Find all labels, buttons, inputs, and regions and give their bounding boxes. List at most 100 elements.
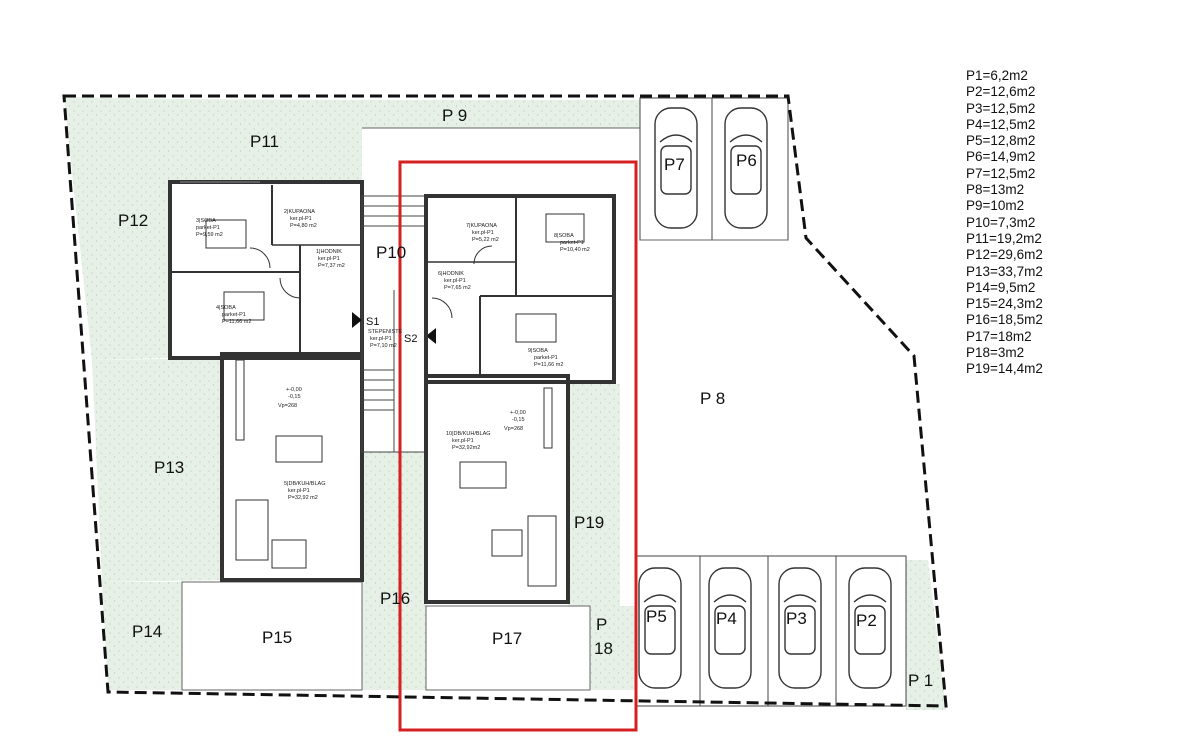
zone-p11	[170, 99, 362, 182]
green-zones	[64, 97, 946, 710]
room-labels-left: 3|SOBA parket-P1 P=9,59 m2 2|KUPAONA ker…	[196, 209, 345, 501]
car-icon	[778, 567, 822, 689]
room-area: P=9,59 m2	[196, 232, 223, 238]
car-icon	[848, 567, 892, 689]
legend-item: P3=12,5m2	[966, 100, 1036, 116]
plot-boundary	[62, 94, 948, 708]
label-p12: P12	[118, 211, 148, 230]
label-p6: P6	[736, 151, 757, 170]
legend-item: P19=14,4m2	[966, 361, 1043, 377]
label-p15: P15	[262, 628, 292, 647]
legend-item: P16=18,5m2	[966, 312, 1043, 328]
room-label: STEPENISTE	[368, 329, 403, 335]
legend-item: P15=24,3m2	[966, 296, 1043, 312]
label-p5: P5	[646, 607, 667, 626]
label-p10: P10	[376, 243, 406, 262]
highlight-frame	[398, 160, 638, 732]
car-icon	[708, 567, 752, 689]
room-area: P=32,92m2	[452, 445, 480, 451]
car-icon	[638, 567, 682, 689]
zone-p16	[362, 452, 426, 690]
level-mark: +-0,00	[510, 410, 526, 416]
legend-item: P6=14,9m2	[966, 149, 1036, 165]
room-floor: ker.pl-P1	[288, 488, 310, 494]
zone-p18	[590, 606, 636, 690]
label-s1: S1	[366, 316, 379, 328]
zone-p1	[906, 560, 946, 710]
legend-item: P5=12,8m2	[966, 133, 1036, 149]
car-icon	[724, 107, 768, 229]
room-floor: ker.pl-P1	[452, 438, 474, 444]
right-unit	[424, 194, 616, 604]
legend-item: P12=29,6m2	[966, 247, 1043, 263]
room-floor: parket-P1	[196, 225, 220, 231]
room-floor: ker.pl-P1	[318, 256, 340, 262]
room-label: 6|HODNIK	[438, 271, 464, 277]
room-floor: ker.pl-P1	[472, 230, 494, 236]
room-area: P=32,92 m2	[288, 495, 318, 501]
room-label: 2|KUPAONA	[284, 209, 315, 215]
legend-item: P14=9,5m2	[966, 279, 1036, 295]
room-label: 10|DB/KUH/BLAG	[446, 431, 491, 437]
room-label: 3|SOBA	[196, 218, 216, 224]
level-mark: +-0,00	[286, 387, 302, 393]
label-p19: P19	[574, 513, 604, 532]
room-area: P=11,66 m2	[534, 362, 563, 368]
label-p11: P11	[250, 132, 279, 151]
legend-item: P9=10m2	[966, 198, 1025, 214]
legend-item: P13=33,7m2	[966, 263, 1043, 279]
staircase	[352, 195, 436, 453]
room-floor: parket-P1	[534, 355, 558, 361]
label-p8: P 8	[700, 389, 725, 408]
room-label: 9|SOBA	[528, 348, 548, 354]
label-p18-top: P	[596, 615, 607, 634]
room-floor: parket-P1	[560, 240, 584, 246]
room-label: 4|SOBA	[216, 305, 236, 311]
legend-item: P4=12,5m2	[966, 116, 1036, 132]
zone-p9-green	[362, 100, 640, 128]
legend-item: P1=6,2m2	[966, 68, 1028, 83]
room-label: 5|DB/KUH/BLAG	[284, 481, 325, 487]
label-p16: P16	[380, 589, 410, 608]
label-p18-bottom: 18	[594, 639, 613, 658]
room-label: 1|HODNIK	[316, 249, 342, 255]
room-area: P=4,80 m2	[290, 223, 317, 229]
zone-p19	[568, 384, 620, 606]
legend-item: P18=3m2	[966, 345, 1025, 361]
legend-item: P7=12,5m2	[966, 165, 1036, 181]
room-floor: parket-P1	[222, 312, 246, 318]
zone-p13	[92, 358, 222, 582]
level-mark: Vp=268	[504, 426, 523, 432]
legend-item: P10=7,3m2	[966, 214, 1036, 230]
room-labels-right: 7|KUPAONA ker.pl-P1 P=5,22 m2 8|SOBA par…	[438, 223, 590, 451]
label-p13: P13	[154, 458, 184, 477]
label-s2: S2	[404, 333, 417, 345]
parked-cars	[638, 107, 892, 689]
label-p3: P3	[786, 609, 807, 628]
label-p4: P4	[716, 609, 737, 628]
staircase-labels: STEPENISTE ker.pl-P1 P=7,10 m2	[368, 329, 403, 349]
left-unit	[168, 180, 364, 582]
level-mark: -0,15	[512, 417, 525, 423]
room-floor: ker.pl-P1	[290, 216, 312, 222]
room-area: P=7,10 m2	[370, 343, 397, 349]
label-p7: P7	[664, 155, 685, 174]
zone-p14	[102, 582, 182, 690]
label-p14: P14	[132, 622, 162, 641]
label-p9: P 9	[442, 106, 467, 125]
room-label: 7|KUPAONA	[466, 223, 497, 229]
car-icon	[654, 107, 698, 229]
zone-p12	[64, 97, 170, 360]
legend-item: P17=18m2	[966, 328, 1032, 344]
label-p17: P17	[492, 629, 522, 648]
label-p1: P 1	[908, 671, 933, 690]
room-area: P=7,37 m2	[318, 263, 345, 269]
legend-item: P11=19,2m2	[966, 230, 1042, 246]
room-area: P=10,40 m2	[560, 247, 590, 253]
label-p2: P2	[856, 611, 877, 630]
room-label: 8|SOBA	[554, 233, 574, 239]
level-mark: Vp=268	[278, 403, 297, 409]
room-area: P=5,22 m2	[472, 237, 499, 243]
